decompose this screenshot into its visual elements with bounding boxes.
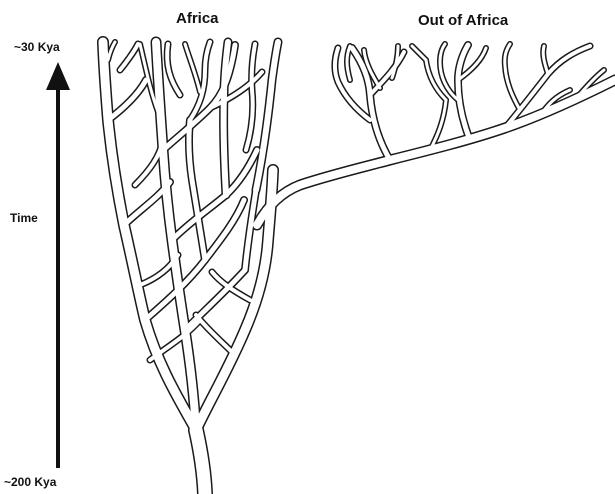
out-of-africa-label: Out of Africa [418,12,508,29]
top-time-label: ~30 Kya [14,40,60,54]
branch-fill-26 [185,44,200,92]
branch-fill-1 [103,42,196,430]
time-axis-arrowhead [46,62,70,90]
branch-fill-14 [196,315,235,355]
branch-outline-1 [103,42,196,430]
time-axis-label: Time [10,211,38,225]
branch-fill-44 [412,46,426,60]
branch-fill-6 [172,150,257,240]
bottom-time-label: ~200 Kya [4,475,56,489]
branch-fill-21 [120,44,138,70]
africa-label: Africa [176,10,219,27]
